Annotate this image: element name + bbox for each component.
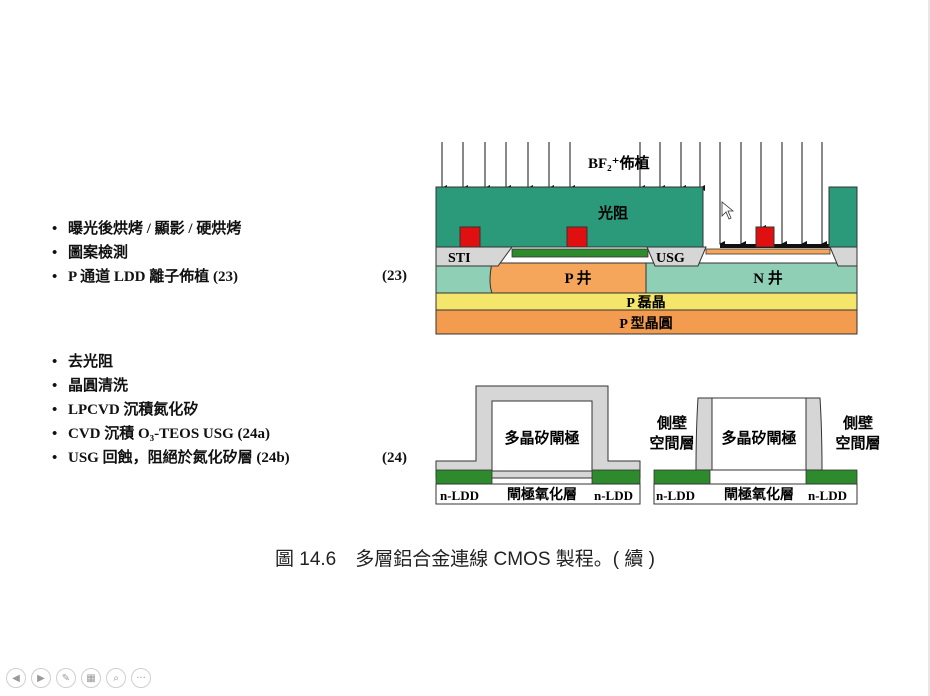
bullet-item: LPCVD 沉積氮化矽 bbox=[0, 398, 290, 422]
more-icon[interactable]: ··· bbox=[131, 668, 151, 688]
presentation-toolbar: ◀ ▶ ✎ ▦ ⌕ ··· bbox=[6, 668, 151, 688]
figure-caption: 圖 14.6 多層鋁合金連線 CMOS 製程。( 續 ) bbox=[274, 549, 656, 570]
sidewall-spacer-right bbox=[805, 397, 823, 471]
sidewall-label-right: 側壁空間層 bbox=[835, 414, 880, 452]
gate-oxide-label: 閘極氧化層 bbox=[507, 486, 577, 503]
p-wafer-label: P 型晶圓 bbox=[619, 315, 672, 332]
mouse-cursor-icon bbox=[721, 201, 735, 220]
n-ldd-region bbox=[805, 469, 858, 485]
substrate-24a bbox=[435, 483, 641, 505]
gate-oxide-line bbox=[720, 244, 830, 248]
n-ldd-region bbox=[435, 469, 493, 485]
gate-block bbox=[755, 226, 775, 248]
gate-block bbox=[459, 226, 481, 248]
previous-icon[interactable]: ◀ bbox=[6, 668, 26, 688]
n-ldd-region bbox=[653, 469, 711, 485]
menu-icon[interactable]: ▦ bbox=[81, 668, 101, 688]
usg-label: USG bbox=[656, 251, 685, 266]
substrate-24b bbox=[653, 483, 858, 505]
bullet-item: 去光阻 bbox=[0, 350, 290, 374]
n-ldd-label: n-LDD bbox=[656, 488, 695, 503]
sidewall-label-left: 側壁空間層 bbox=[649, 414, 694, 452]
p-epi-label: P 磊晶 bbox=[626, 295, 665, 311]
bullet-item: 晶圓清洗 bbox=[0, 374, 290, 398]
sidewall-spacer-left bbox=[695, 397, 713, 471]
photoresist-right bbox=[828, 186, 858, 248]
n-well-region bbox=[645, 262, 858, 294]
bullet-item: USG 回蝕，阻絕於氮化矽層 (24b) bbox=[0, 446, 290, 470]
poly-gate-label: 多晶矽閘極 bbox=[504, 429, 579, 447]
bullet-list-step-23: 曝光後烘烤 / 顯影 / 硬烘烤 圖案檢測 P 通道 LDD 離子佈植 (23) bbox=[0, 217, 241, 289]
poly-gate-label: 多晶矽閘極 bbox=[721, 429, 796, 447]
implant-label: BF₂⁺佈植 bbox=[588, 154, 650, 172]
n-ldd-region bbox=[591, 469, 641, 485]
implant-arrows bbox=[441, 142, 827, 247]
p-wafer-layer bbox=[435, 309, 858, 335]
step-number-24: (24) bbox=[382, 450, 407, 466]
n-well-label: N 井 bbox=[753, 269, 783, 287]
sti-label: STI bbox=[448, 251, 471, 266]
next-icon[interactable]: ▶ bbox=[31, 668, 51, 688]
photoresist-label: 光阻 bbox=[597, 204, 628, 222]
pldd-implant-region bbox=[705, 248, 831, 255]
gate-block bbox=[566, 226, 588, 248]
n-ldd-label: n-LDD bbox=[594, 488, 633, 503]
zoom-icon[interactable]: ⌕ bbox=[106, 668, 126, 688]
poly-gate-24a bbox=[491, 400, 593, 472]
n-ldd-label: n-LDD bbox=[440, 488, 479, 503]
pen-icon[interactable]: ✎ bbox=[56, 668, 76, 688]
n-ldd-label: n-LDD bbox=[808, 488, 847, 503]
p-side-oxide bbox=[511, 248, 649, 258]
step-number-23: (23) bbox=[382, 268, 407, 284]
bullet-item: CVD 沉積 O₃-TEOS USG (24a) bbox=[0, 422, 290, 446]
bullet-item: P 通道 LDD 離子佈植 (23) bbox=[0, 265, 241, 289]
p-well-label: P 井 bbox=[564, 269, 591, 287]
bullet-item: 曝光後烘烤 / 顯影 / 硬烘烤 bbox=[0, 217, 241, 241]
gate-oxide-label: 閘極氧化層 bbox=[724, 486, 794, 503]
bullet-list-step-24: 去光阻 晶圓清洗 LPCVD 沉積氮化矽 CVD 沉積 O₃-TEOS USG … bbox=[0, 350, 290, 470]
bullet-item: 圖案檢測 bbox=[0, 241, 241, 265]
photoresist-left bbox=[435, 186, 704, 248]
poly-gate-24b bbox=[711, 397, 807, 471]
